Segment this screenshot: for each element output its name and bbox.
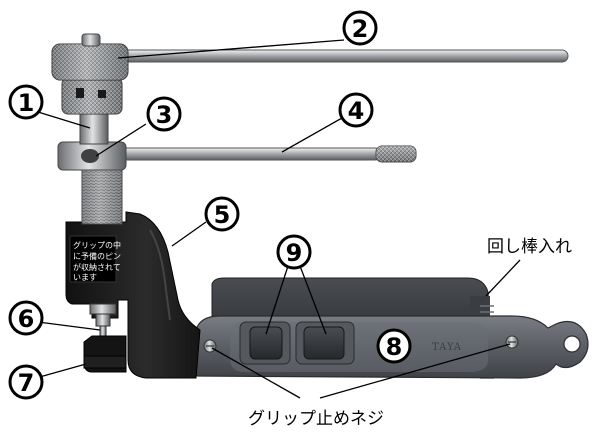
brand-mark: TAYA xyxy=(432,342,462,353)
svg-text:9: 9 xyxy=(286,239,303,267)
pin-pusher-tip xyxy=(89,303,117,337)
svg-text:4: 4 xyxy=(348,97,365,125)
callout-1: 1 xyxy=(8,84,44,120)
svg-text:8: 8 xyxy=(386,333,403,361)
chain-holder-jaw xyxy=(83,335,127,373)
svg-text:1: 1 xyxy=(18,89,35,117)
hanging-hole xyxy=(563,335,581,353)
callout-9: 9 xyxy=(276,234,312,270)
center-shaft xyxy=(79,111,109,145)
pin-compartment-button-right[interactable] xyxy=(295,321,355,365)
grip-screw-left[interactable] xyxy=(203,339,217,353)
upper-knob[interactable] xyxy=(61,77,123,115)
svg-text:5: 5 xyxy=(214,201,231,229)
callout-3: 3 xyxy=(146,96,182,132)
upper-head xyxy=(51,33,129,81)
pin-compartment-button-left[interactable] xyxy=(239,321,291,365)
callout-4: 4 xyxy=(338,92,374,128)
callout-6: 6 xyxy=(8,300,44,336)
leader-lines xyxy=(35,39,511,399)
threaded-spindle xyxy=(81,167,123,225)
svg-text:2: 2 xyxy=(352,15,369,43)
callout-7: 7 xyxy=(8,364,44,400)
label-grip-screws: グリップ止めネジ xyxy=(248,409,384,429)
upper-handle-rod[interactable] xyxy=(119,49,569,63)
svg-text:6: 6 xyxy=(18,305,35,333)
callout-8: 8 xyxy=(376,328,412,364)
sticker-line-2: に予備のピン xyxy=(73,251,121,261)
sticker-line-3: が収納されて xyxy=(73,262,121,272)
sticker-line-1: グリップの中 xyxy=(73,240,121,250)
callout-5: 5 xyxy=(204,196,240,232)
lower-collar xyxy=(57,141,127,171)
svg-text:7: 7 xyxy=(18,369,35,397)
svg-text:3: 3 xyxy=(156,101,173,129)
leader-handle-storage xyxy=(485,259,521,297)
callout-2: 2 xyxy=(342,10,378,46)
sticker-line-4: います xyxy=(73,273,97,282)
grip-screw-right[interactable] xyxy=(505,335,519,349)
label-handle-storage: 回し棒入れ xyxy=(487,237,572,257)
pin-info-sticker: グリップの中 に予備のピン が収納されて います xyxy=(69,235,121,283)
lower-handle-rod[interactable] xyxy=(117,145,417,163)
